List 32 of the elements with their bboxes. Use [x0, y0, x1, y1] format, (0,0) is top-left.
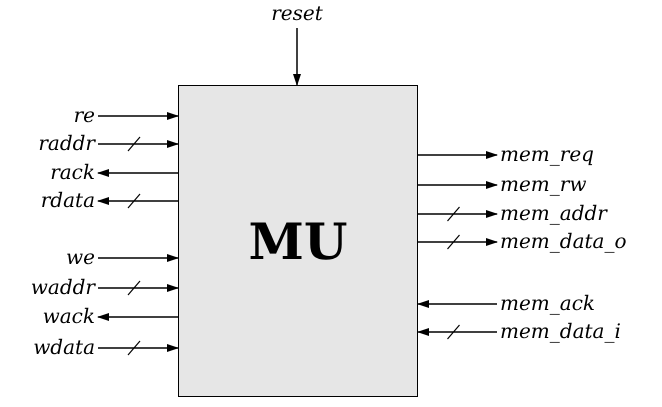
- signal-label: rack: [50, 160, 95, 184]
- signal-label: mem_rw: [500, 172, 586, 196]
- signal-label: raddr: [38, 131, 95, 155]
- arrow: [418, 238, 498, 246]
- arrow: [98, 112, 179, 120]
- arrow: [418, 181, 498, 189]
- arrow: [98, 344, 179, 352]
- arrow: [97, 197, 178, 205]
- module-block: [178, 85, 418, 397]
- arrow: [293, 28, 301, 86]
- signal-label: we: [66, 245, 95, 269]
- signal-label: mem_addr: [500, 201, 607, 225]
- signal-label: wdata: [33, 335, 95, 359]
- module-name: MU: [248, 212, 348, 270]
- signal-label: reset: [271, 1, 323, 25]
- arrow: [98, 284, 179, 292]
- signal-label: mem_ack: [500, 291, 596, 315]
- signal-label: re: [74, 103, 95, 127]
- arrow: [418, 210, 498, 218]
- arrow: [98, 254, 179, 262]
- arrow: [97, 169, 178, 177]
- signal-label: mem_data_i: [500, 319, 621, 343]
- arrow: [417, 300, 497, 308]
- signal-label: mem_req: [500, 142, 594, 166]
- arrow: [418, 151, 498, 159]
- signal-label: wack: [42, 304, 95, 328]
- arrow: [417, 328, 497, 336]
- arrow: [97, 313, 178, 321]
- signal-label: waddr: [30, 275, 95, 299]
- signal-label: mem_data_o: [500, 229, 626, 253]
- signal-label: rdata: [40, 188, 95, 212]
- arrow: [98, 140, 179, 148]
